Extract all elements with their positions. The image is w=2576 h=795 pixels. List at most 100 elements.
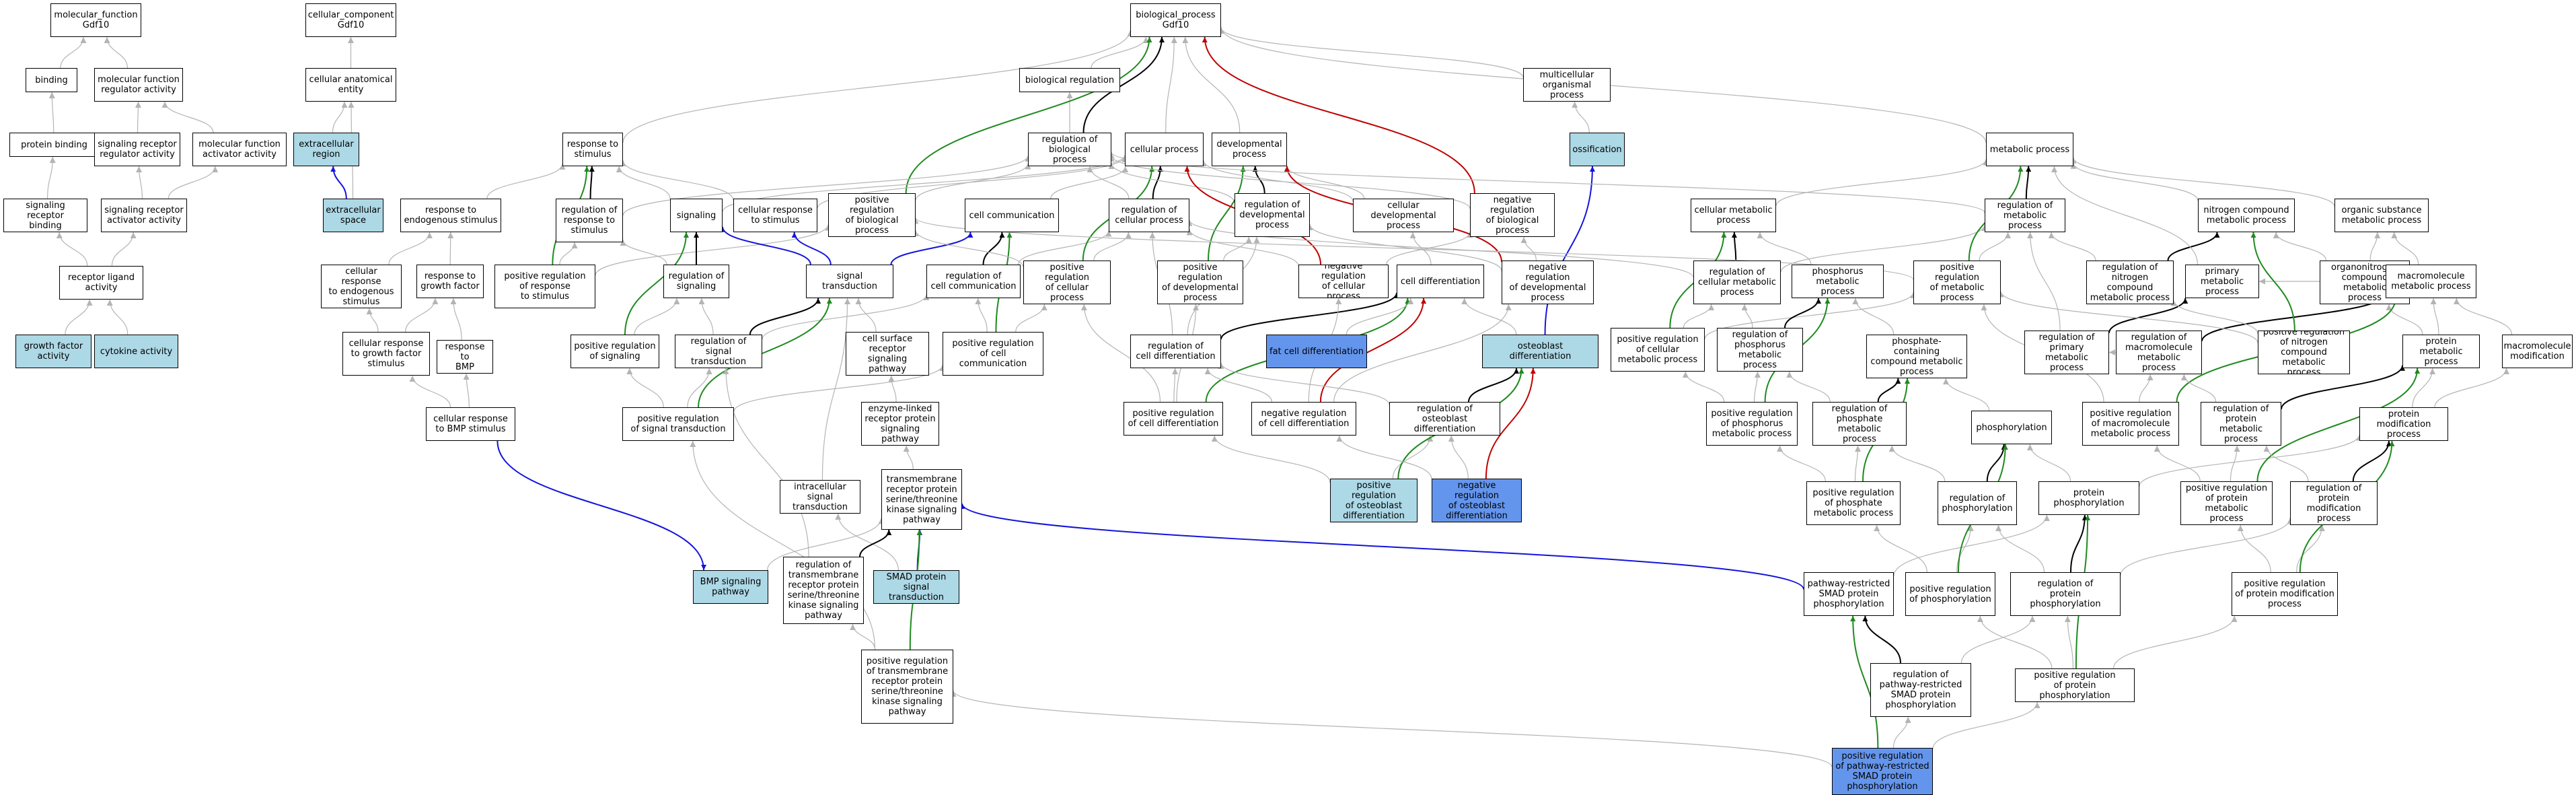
- go-term-node-cellproc[interactable]: cellular process: [1125, 133, 1204, 166]
- go-term-node-sraa[interactable]: signaling receptor activator activity: [101, 199, 187, 232]
- go-term-node-cae[interactable]: cellular anatomical entity: [305, 68, 396, 102]
- go-term-node-prncmp[interactable]: positive regulation of nitrogen compound…: [2258, 331, 2350, 374]
- go-term-node-prmacmp[interactable]: positive regulation of macromolecule met…: [2082, 402, 2179, 446]
- go-term-node-prsig[interactable]: positive regulation of signaling: [571, 335, 659, 368]
- go-term-node-prprotmod[interactable]: positive regulation of protein modificat…: [2232, 572, 2338, 616]
- go-term-node-rcmp[interactable]: regulation of cellular metabolic process: [1693, 261, 1781, 304]
- go-term-node-crtbmp[interactable]: cellular response to BMP stimulus: [426, 407, 515, 441]
- go-term-node-rmacmp[interactable]: regulation of macromolecule metabolic pr…: [2116, 331, 2202, 374]
- go-term-node-binding[interactable]: binding: [26, 68, 77, 92]
- go-term-node-srra[interactable]: signaling receptor regulator activity: [94, 133, 180, 166]
- go-term-node-protbind[interactable]: protein binding: [9, 133, 99, 157]
- go-term-node-regsig[interactable]: regulation of signaling: [663, 265, 729, 298]
- go-term-node-rcd[interactable]: regulation of cell differentiation: [1130, 335, 1221, 368]
- go-term-node-sigtr[interactable]: signal transduction: [806, 265, 893, 298]
- go-term-node-metab[interactable]: metabolic process: [1986, 133, 2073, 166]
- go-term-node-signaling[interactable]: signaling: [670, 199, 723, 232]
- go-term-node-rcc[interactable]: regulation of cell communication: [926, 265, 1021, 298]
- go-term-node-mop[interactable]: multicellular organismal process: [1523, 68, 1611, 102]
- go-term-node-rcp[interactable]: regulation of cellular process: [1109, 199, 1189, 232]
- go-term-node-rod[interactable]: regulation of osteoblast differentiation: [1389, 402, 1500, 436]
- go-term-node-celldiff[interactable]: cell differentiation: [1397, 265, 1484, 298]
- go-term-node-rdp[interactable]: regulation of developmental process: [1235, 193, 1310, 237]
- go-term-node-protmp[interactable]: protein metabolic process: [2402, 335, 2480, 368]
- go-term-node-obd[interactable]: osteoblast differentiation: [1482, 335, 1598, 368]
- go-term-node-cyta[interactable]: cytokine activity: [94, 335, 178, 368]
- go-term-node-bmpsp[interactable]: BMP signaling pathway: [693, 570, 768, 604]
- go-term-node-rmp[interactable]: regulation of metabolic process: [1985, 199, 2065, 232]
- go-term-node-csrsp[interactable]: cell surface receptor signaling pathway: [846, 332, 929, 376]
- go-term-node-rst[interactable]: regulation of signal transduction: [675, 335, 762, 368]
- go-term-node-rprotmp[interactable]: regulation of protein metabolic process: [2201, 402, 2281, 446]
- go-term-node-prcmp[interactable]: positive regulation of cellular metaboli…: [1611, 328, 1705, 372]
- go-term-node-crtes[interactable]: cellular response to endogenous stimulus: [321, 265, 402, 308]
- go-term-node-phos[interactable]: phosphorylation: [1971, 411, 2052, 444]
- go-term-node-pccmp[interactable]: phosphate-containing compound metabolic …: [1866, 335, 1967, 378]
- go-term-node-prprotmp[interactable]: positive regulation of protein metabolic…: [2180, 481, 2273, 525]
- go-term-node-prcc[interactable]: positive regulation of cell communicatio…: [943, 332, 1043, 376]
- go-term-node-rtgf[interactable]: response to growth factor: [416, 265, 484, 298]
- go-term-node-ossif[interactable]: ossification: [1570, 133, 1625, 166]
- go-term-node-bioreg[interactable]: biological regulation: [1019, 68, 1120, 92]
- go-term-node-prphos[interactable]: positive regulation of phosphorylation: [1905, 572, 1995, 616]
- go-term-node-prprotphos[interactable]: positive regulation of protein phosphory…: [2015, 668, 2135, 702]
- go-term-node-rncmp[interactable]: regulation of nitrogen compound metaboli…: [2086, 261, 2174, 304]
- go-term-node-gfa[interactable]: growth factor activity: [15, 335, 91, 368]
- go-term-node-macmod[interactable]: macromolecule modification: [2502, 335, 2573, 368]
- go-term-node-crtgfs[interactable]: cellular response to growth factor stimu…: [342, 332, 430, 376]
- go-term-node-primp[interactable]: primary metabolic process: [2185, 265, 2259, 298]
- go-term-node-fcd[interactable]: fat cell differentiation: [1266, 335, 1367, 368]
- go-term-node-nrod[interactable]: negative regulation of osteoblast differ…: [1432, 479, 1522, 522]
- go-term-node-mmp[interactable]: macromolecule metabolic process: [2386, 265, 2476, 298]
- go-term-node-prpmp[interactable]: positive regulation of phosphorus metabo…: [1706, 402, 1798, 446]
- go-term-node-mfaa[interactable]: molecular function activator activity: [192, 133, 287, 166]
- go-term-node-rrts[interactable]: regulation of response to stimulus: [556, 199, 623, 242]
- go-term-node-mf[interactable]: molecular_function Gdf10: [50, 3, 141, 37]
- go-term-node-elrpsp[interactable]: enzyme-linked receptor protein signaling…: [861, 402, 939, 446]
- go-term-node-ecs[interactable]: extracellular space: [323, 199, 383, 232]
- go-term-node-prrts[interactable]: positive regulation of response to stimu…: [494, 265, 595, 308]
- go-term-node-rla[interactable]: receptor ligand activity: [59, 266, 143, 300]
- go-term-node-prprtsmad[interactable]: positive regulation of pathway-restricte…: [1832, 748, 1933, 795]
- go-term-node-smadst[interactable]: SMAD protein signal transduction: [873, 570, 959, 604]
- go-term-node-bp[interactable]: biological_process Gdf10: [1130, 3, 1221, 37]
- go-term-node-prtsmad[interactable]: pathway-restricted SMAD protein phosphor…: [1804, 572, 1894, 616]
- go-term-node-protphos[interactable]: protein phosphorylation: [2038, 481, 2139, 515]
- go-term-node-nrdp[interactable]: negative regulation of developmental pro…: [1502, 261, 1594, 304]
- go-term-node-cc[interactable]: cellular_component Gdf10: [305, 3, 396, 37]
- go-term-node-cmp[interactable]: cellular metabolic process: [1691, 199, 1776, 232]
- go-term-node-rts[interactable]: response to stimulus: [562, 133, 623, 166]
- go-term-node-prphmp[interactable]: positive regulation of phosphate metabol…: [1806, 481, 1901, 525]
- go-term-node-rtbmp[interactable]: response to BMP: [437, 340, 493, 374]
- go-term-node-nrbp[interactable]: negative regulation of biological proces…: [1470, 193, 1555, 237]
- go-term-node-nrcd[interactable]: negative regulation of cell differentiat…: [1251, 402, 1356, 436]
- go-term-node-crts[interactable]: cellular response to stimulus: [733, 199, 817, 232]
- go-term-node-osmp[interactable]: organic substance metabolic process: [2334, 199, 2429, 232]
- go-term-node-rtmrpstk[interactable]: regulation of transmembrane receptor pro…: [783, 557, 864, 624]
- go-term-node-rbp[interactable]: regulation of biological process: [1028, 133, 1111, 166]
- go-term-node-srb[interactable]: signaling receptor binding: [3, 199, 87, 232]
- go-term-node-prod[interactable]: positive regulation of osteoblast differ…: [1330, 479, 1418, 522]
- go-term-node-rphos[interactable]: regulation of phosphorylation: [1938, 481, 2017, 525]
- go-term-node-rprotmod[interactable]: regulation of protein modification proce…: [2290, 481, 2378, 525]
- go-term-node-prcd[interactable]: positive regulation of cell differentiat…: [1124, 402, 1223, 436]
- go-term-node-pmp[interactable]: phosphorus metabolic process: [1792, 265, 1884, 298]
- go-term-node-ist[interactable]: intracellular signal transduction: [780, 480, 860, 514]
- go-term-node-rtes[interactable]: response to endogenous stimulus: [400, 199, 501, 232]
- go-term-node-cellcomm[interactable]: cell communication: [965, 199, 1059, 232]
- go-term-node-cdp[interactable]: cellular developmental process: [1353, 199, 1454, 232]
- go-term-node-prtmrpstk[interactable]: positive regulation of transmembrane rec…: [861, 650, 953, 724]
- go-term-node-nrcp[interactable]: negative regulation of cellular process: [1298, 265, 1389, 298]
- go-term-node-prcp[interactable]: positive regulation of cellular process: [1023, 261, 1111, 304]
- go-term-node-prmp[interactable]: positive regulation of metabolic process: [1913, 261, 2001, 304]
- go-term-node-ncmp[interactable]: nitrogen compound metabolic process: [2198, 199, 2295, 232]
- go-term-node-rprtsmad[interactable]: regulation of pathway-restricted SMAD pr…: [1870, 663, 1971, 717]
- go-term-node-ecr[interactable]: extracellular region: [293, 133, 359, 166]
- go-term-node-rphmp[interactable]: regulation of phosphate metabolic proces…: [1812, 402, 1907, 446]
- go-term-node-prdp[interactable]: positive regulation of developmental pro…: [1157, 261, 1243, 304]
- go-term-node-mfra[interactable]: molecular function regulator activity: [94, 68, 183, 102]
- go-term-node-prbp[interactable]: positive regulation of biological proces…: [828, 193, 916, 237]
- go-term-node-protmod[interactable]: protein modification process: [2359, 407, 2448, 441]
- go-term-node-rpmp[interactable]: regulation of phosphorus metabolic proce…: [1717, 328, 1803, 372]
- go-term-node-prst[interactable]: positive regulation of signal transducti…: [622, 407, 734, 441]
